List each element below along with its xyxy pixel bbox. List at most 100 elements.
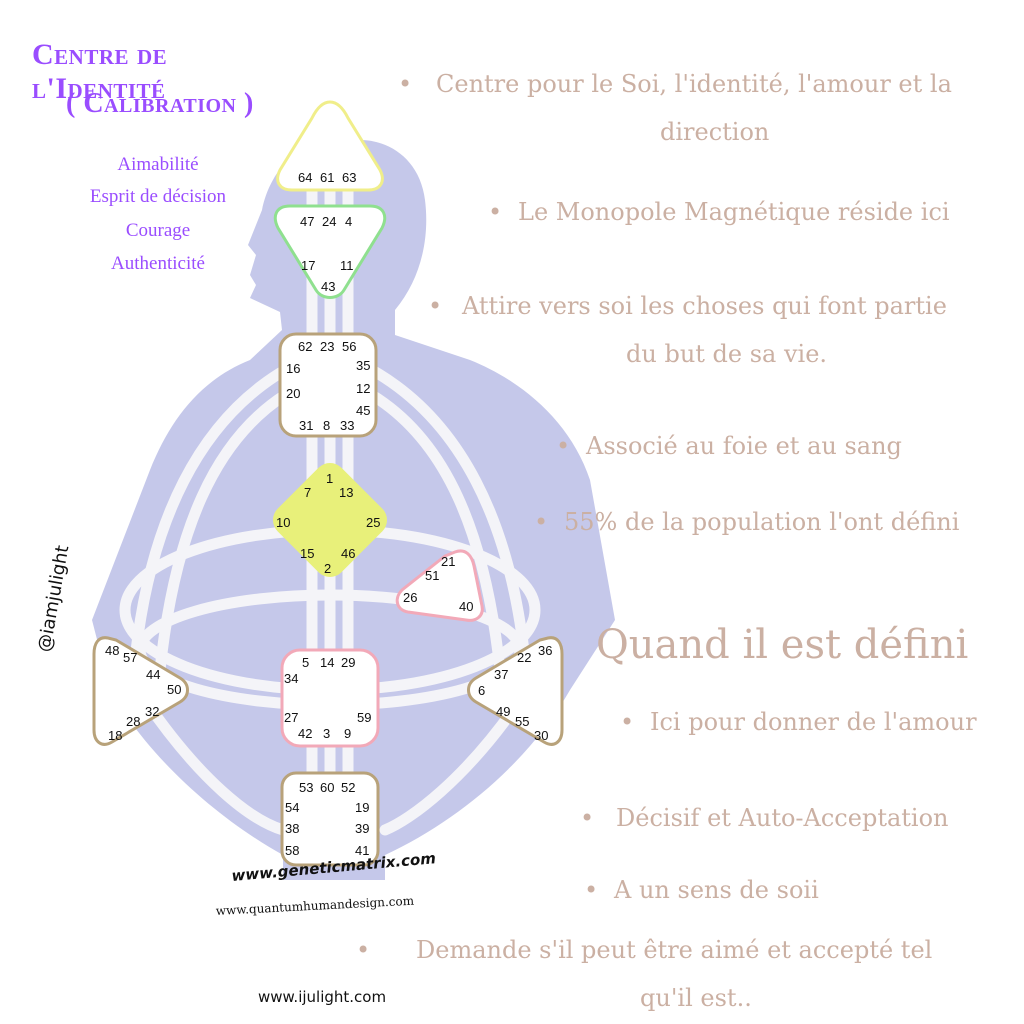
gate-label: 31 [299,418,313,433]
ajna-gates: 47 24 4 17 11 43 [300,214,354,294]
gate-label: 30 [534,728,548,743]
gate-label: 5 [302,655,309,670]
gate-label: 64 [298,170,312,185]
gate-label: 35 [356,358,370,373]
gate-label: 2 [324,561,331,576]
ego-center [395,549,484,622]
head-gates: 64 61 63 [298,170,356,185]
quality-item: Authenticité [111,253,205,274]
gate-label: 16 [286,361,300,376]
bullet-item: • Demande s'il peut être aimé et accepté … [356,926,932,974]
quality-item: Aimabilité [117,154,199,175]
quality-item: Esprit de décision [89,186,227,207]
bullet-text: Décisif et Auto-Acceptation [616,804,949,832]
bullet-dot: • [356,936,371,964]
bullet-item: • Attire vers soi les choses qui font par… [428,282,947,330]
gate-label: 34 [284,671,298,686]
gate-label: 9 [344,726,351,741]
gate-label: 54 [285,800,299,815]
solar-plexus-gates: 36 22 37 6 49 55 30 [478,643,552,743]
gate-label: 59 [357,710,371,725]
gate-label: 55 [515,714,529,729]
bullet-text: Associé au foie et au sang [586,432,902,460]
bullet-text: Le Monopole Magnétique réside ici [518,198,950,226]
gate-label: 29 [341,655,355,670]
gate-label: 52 [341,780,355,795]
bullet-text: Ici pour donner de l'amour [650,708,977,736]
head-center [276,100,384,192]
gate-label: 7 [304,485,311,500]
bullet-text: Centre pour le Soi, l'identité, l'amour … [436,70,952,98]
gate-label: 60 [320,780,334,795]
bullet-dot: • [580,804,595,832]
quality-item: Courage [125,220,191,241]
bullet-dot: • [398,70,413,98]
spleen-center [92,636,189,746]
bullet-item: • 55% de la population l'ont défini [534,498,959,546]
gate-label: 8 [323,418,330,433]
gate-label: 62 [298,339,312,354]
gate-label: 41 [355,843,369,858]
gate-label: 6 [478,683,485,698]
center-subtitle: ( Calibration ) [66,88,254,119]
gate-label: 26 [403,590,417,605]
gate-label: 21 [441,554,455,569]
bullet-item: • Centre pour le Soi, l'identité, l'amour… [398,60,952,108]
throat-gates: 62 23 56 16 35 12 20 45 31 8 33 [286,339,370,433]
gate-label: 43 [321,279,335,294]
throat-center [278,332,378,438]
bullet-continuation: du but de sa vie. [626,340,828,368]
gate-label: 57 [123,650,137,665]
gate-label: 33 [340,418,354,433]
bullet-continuation: direction [660,118,770,146]
bullet-item: • Décisif et Auto-Acceptation [580,794,949,842]
gate-label: 48 [105,643,119,658]
bullet-dot: • [428,292,443,320]
bullet-text: Attire vers soi les choses qui font part… [462,292,947,320]
gate-label: 40 [459,599,473,614]
gate-label: 18 [108,728,122,743]
center-title: Centre de l'Identité [32,38,168,105]
defined-heading: Quand il est défini [596,622,969,668]
gate-label: 13 [339,485,353,500]
gate-label: 42 [298,726,312,741]
gate-label: 20 [286,386,300,401]
bullet-dot: • [556,432,571,460]
bullet-text: Demande s'il peut être aimé et accepté t… [416,936,933,964]
bullet-text: A un sens de soii [614,876,819,904]
gate-label: 44 [146,667,160,682]
solar-plexus-center [467,636,564,746]
gate-label: 10 [276,515,290,530]
gate-label: 51 [425,568,439,583]
g-center [272,462,388,578]
ego-gates: 21 51 26 40 [403,554,473,614]
gate-label: 61 [320,170,334,185]
spleen-gates: 48 57 44 50 32 28 18 [105,643,181,743]
bullet-text: 55% de la population l'ont défini [564,508,960,536]
gate-label: 27 [284,710,298,725]
gate-label: 19 [355,800,369,815]
gate-label: 28 [126,714,140,729]
gate-label: 15 [300,546,314,561]
ajna-center [273,204,387,299]
gate-label: 25 [366,515,380,530]
gate-label: 22 [517,650,531,665]
gate-label: 49 [496,704,510,719]
gate-label: 39 [355,821,369,836]
sacral-gates: 5 14 29 34 27 59 42 3 9 [284,655,371,741]
bullet-dot: • [584,876,599,904]
gate-label: 1 [326,471,333,486]
quantumhumandesign-credit: www.quantumhumandesign.com [215,894,415,918]
gate-label: 3 [323,726,330,741]
gate-label: 58 [285,843,299,858]
bullet-dot: • [488,198,503,226]
gate-label: 32 [145,704,159,719]
bullet-dot: • [534,508,549,536]
bullet-item: • Le Monopole Magnétique réside ici [488,188,950,236]
root-gates: 53 60 52 54 19 38 39 58 41 [285,780,369,858]
gate-label: 38 [285,821,299,836]
sacral-center [280,648,380,748]
gate-label: 14 [320,655,334,670]
gate-label: 11 [340,258,354,273]
